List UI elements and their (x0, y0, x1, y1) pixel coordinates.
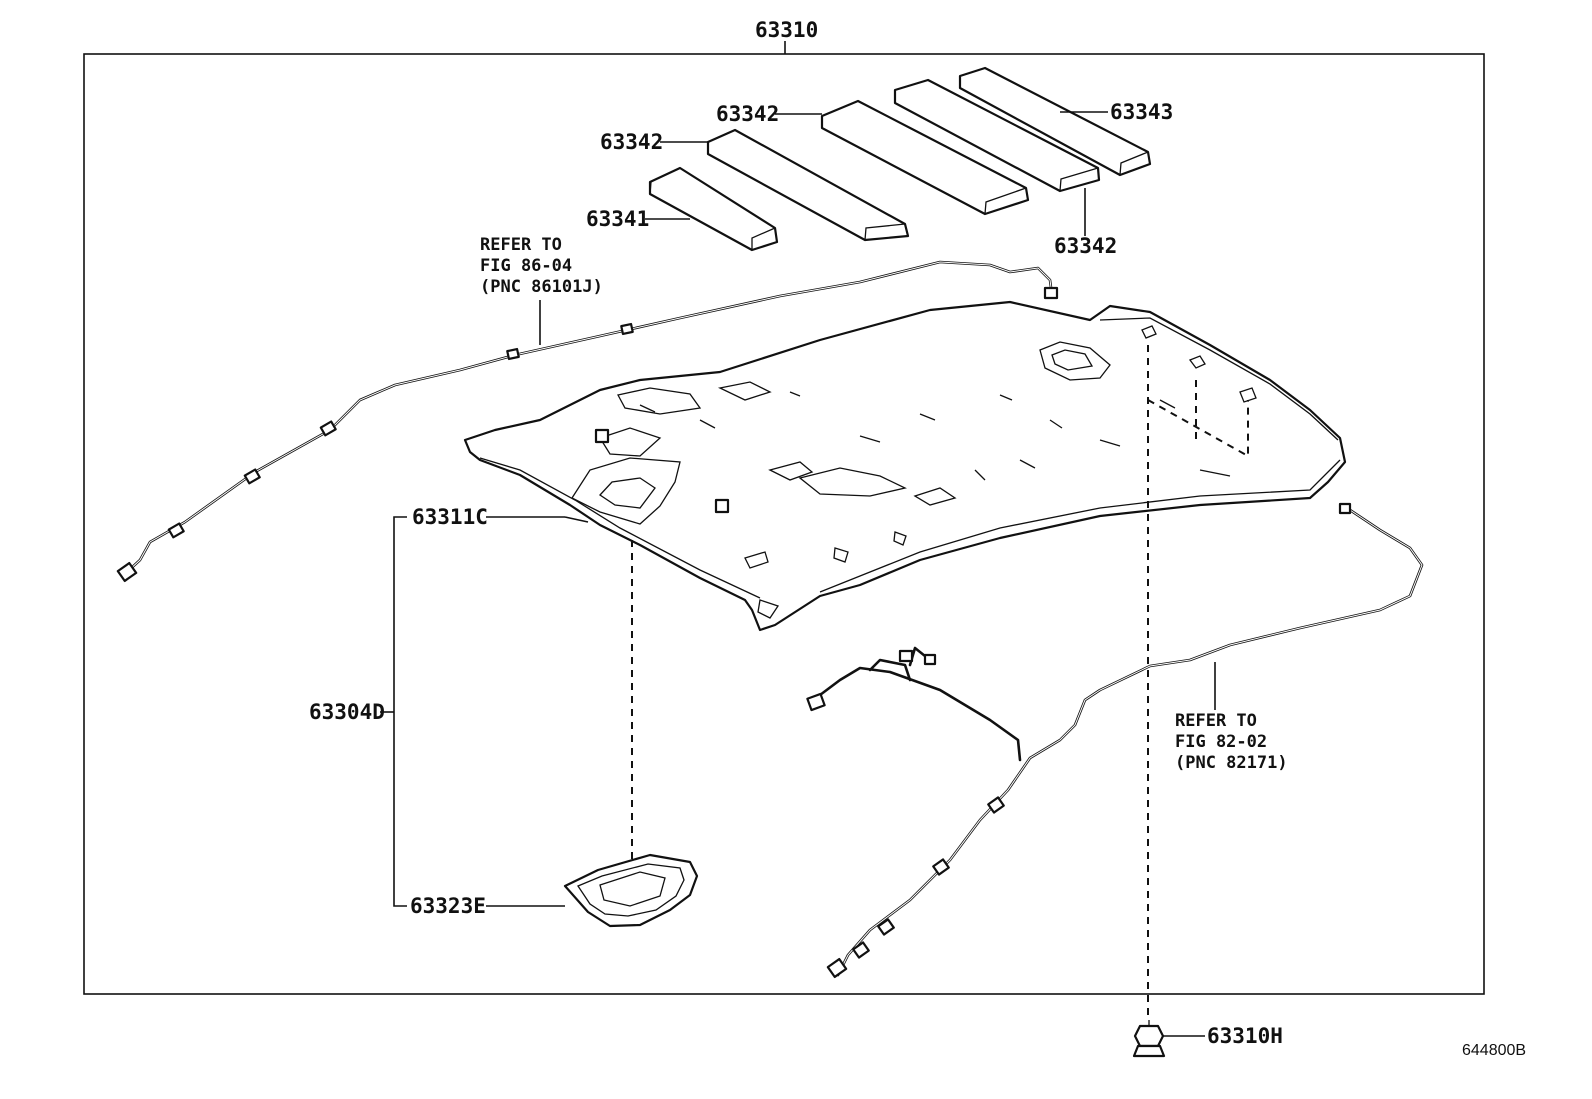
ref-right-line1: REFER TO (1175, 711, 1257, 731)
ref-left-line1: REFER TO (480, 235, 562, 255)
label-63310[interactable]: 63310 (755, 18, 818, 42)
label-63310H[interactable]: 63310H (1207, 1024, 1283, 1048)
ref-right-line2: FIG 82-02 (1175, 732, 1267, 752)
assembly-frame (83, 53, 1485, 995)
label-63342-right[interactable]: 63342 (1054, 234, 1117, 258)
wire-harness-right[interactable] (806, 502, 1424, 979)
label-63342-left[interactable]: 63342 (600, 130, 663, 154)
ref-left-line2: FIG 86-04 (480, 256, 572, 276)
pad-63342-right[interactable] (893, 78, 1101, 193)
lamp-bezel-63323E[interactable] (563, 853, 699, 928)
clip-63310H[interactable] (1132, 1020, 1166, 1058)
ref-right-line3: (PNC 82171) (1175, 753, 1288, 773)
figure-code: 644800B (1462, 1042, 1526, 1059)
pad-63342-left[interactable] (706, 128, 910, 242)
label-63323E[interactable]: 63323E (410, 894, 486, 918)
pad-63343[interactable] (958, 66, 1152, 177)
pad-63342-top[interactable] (820, 99, 1030, 216)
label-63311C[interactable]: 63311C (412, 505, 488, 529)
pad-63341[interactable] (648, 166, 779, 252)
headliner-63311C[interactable] (463, 300, 1347, 632)
wire-harness-left[interactable] (116, 260, 1059, 583)
label-63304D[interactable]: 63304D (309, 700, 385, 724)
ref-left-line3: (PNC 86101J) (480, 277, 603, 297)
label-63342-top[interactable]: 63342 (716, 102, 779, 126)
label-63343[interactable]: 63343 (1110, 100, 1173, 124)
label-63341[interactable]: 63341 (586, 207, 649, 231)
